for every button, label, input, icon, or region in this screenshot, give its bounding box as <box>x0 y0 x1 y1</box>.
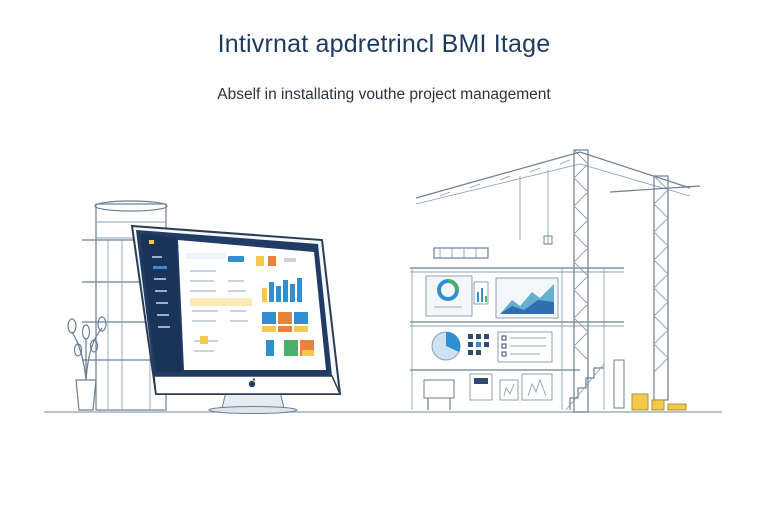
mini-bars-panel <box>473 281 489 305</box>
page-subtitle: Abself in installating vouthe project ma… <box>217 86 551 103</box>
potted-plant-icon <box>67 316 107 411</box>
screen-bar-chart <box>262 278 302 302</box>
lower-floor <box>423 363 605 411</box>
donut-chart-panel <box>425 275 473 317</box>
desktop-monitor <box>130 224 342 414</box>
icon-grid-panel <box>468 334 489 355</box>
apple-logo-icon <box>248 378 256 388</box>
page-title: Intivrnat apdretrincl BMI Itage <box>217 30 551 58</box>
checklist-panel <box>497 331 553 363</box>
pie-chart-panel <box>431 331 461 361</box>
screen-tiles <box>262 312 314 356</box>
tower-crane-icon <box>415 149 701 413</box>
area-chart-panel <box>495 277 559 319</box>
